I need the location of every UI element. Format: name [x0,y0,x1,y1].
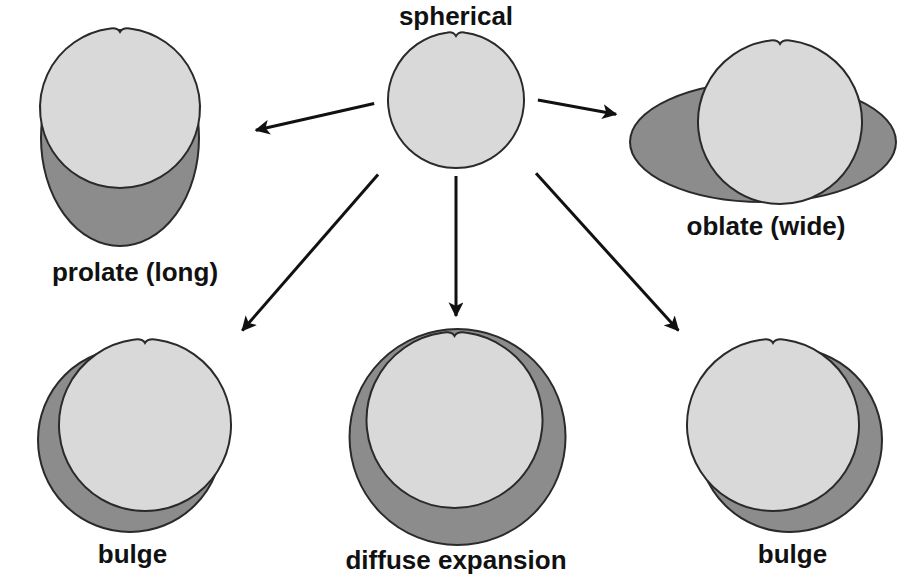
shape-label: prolate (long) [20,258,250,288]
shape-label: spherical [380,2,532,32]
cell-outline [20,20,250,295]
cell-shape: oblate (wide) [622,38,910,245]
cell-body [59,339,231,511]
shape-arrow [538,100,616,114]
shape-arrow [454,176,457,316]
cell-shape: bulge [680,335,905,578]
cell-body [388,32,524,168]
cell-body [367,332,543,508]
cell-shape: spherical [380,0,532,170]
cell-shape: diffuse expansion [339,322,572,578]
cell-body [687,339,859,511]
shape-label: bulge [680,540,905,570]
cell-shape: bulge [25,335,240,578]
cell-region [350,329,566,545]
shape-arrow [536,173,678,330]
shape-arrow [256,103,374,130]
cell-body [698,40,862,204]
shape-label: oblate (wide) [622,212,910,242]
cell-outline [339,322,572,578]
shape-label: diffuse expansion [339,546,572,576]
shape-label: bulge [25,540,240,570]
cell-body [40,28,200,188]
shape-arrow [242,175,378,331]
cell-shape: prolate (long) [20,20,250,295]
